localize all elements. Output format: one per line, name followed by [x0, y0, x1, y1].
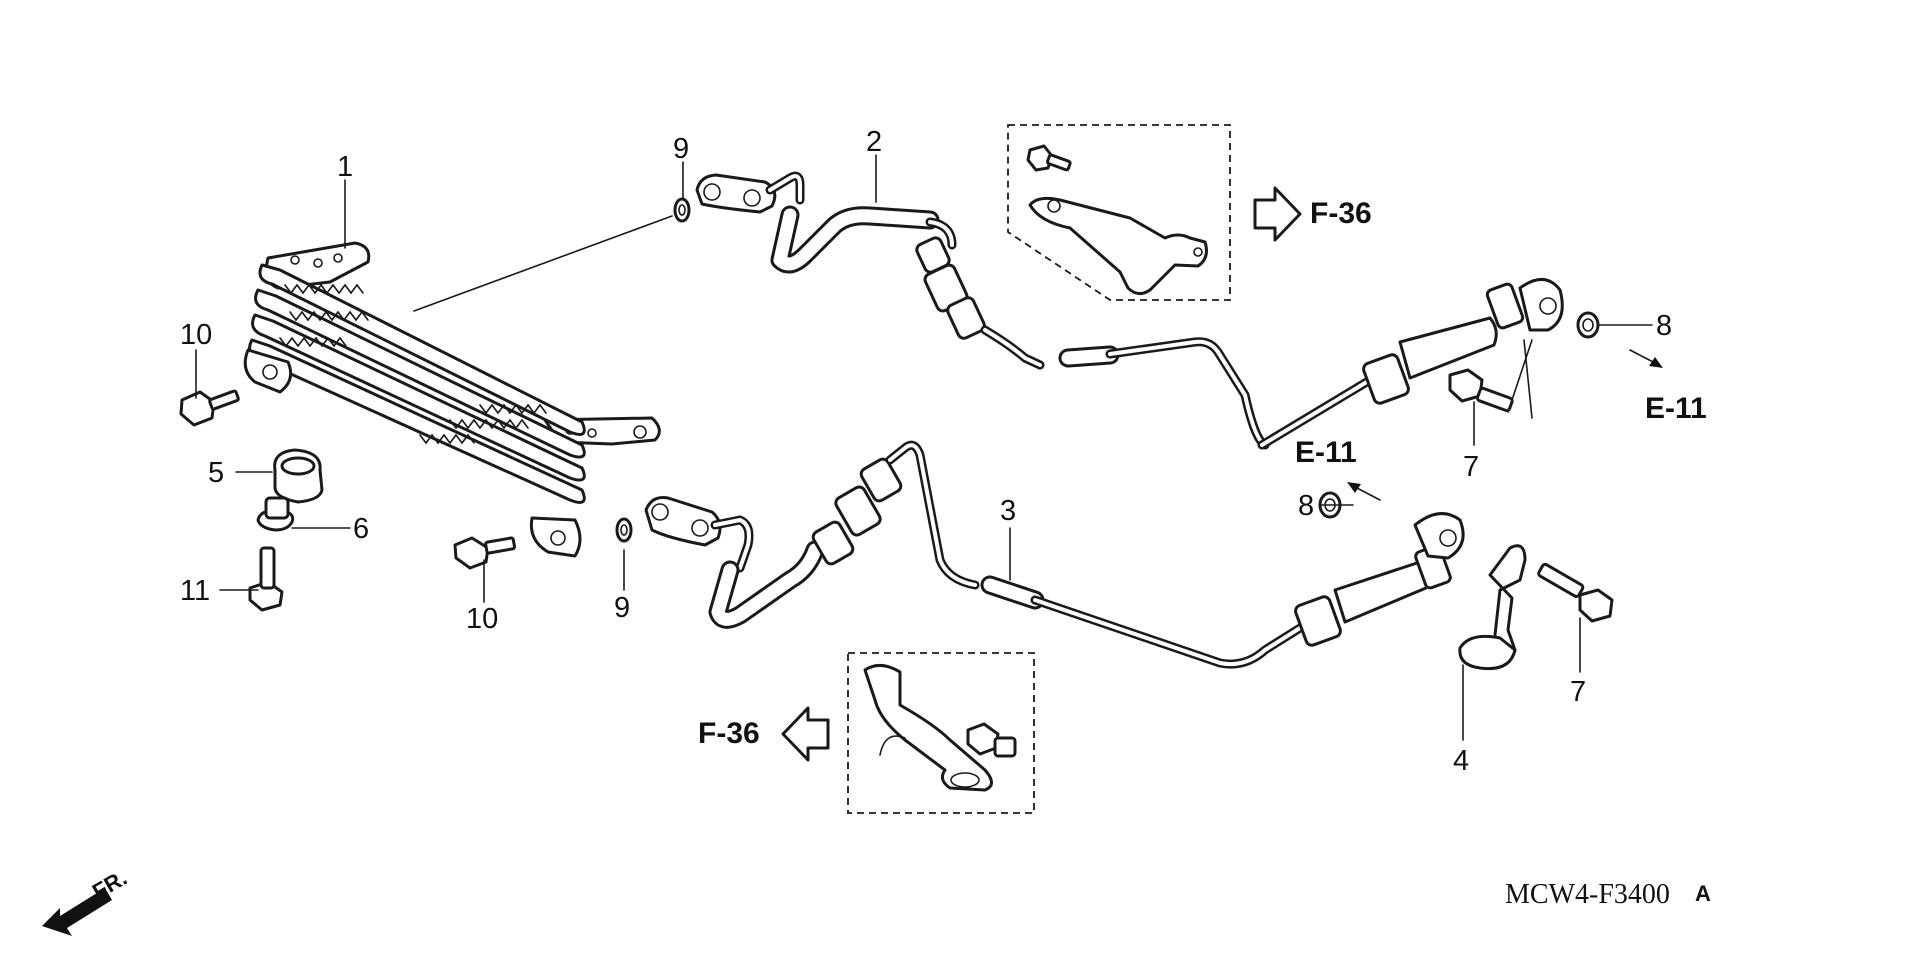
callout-5: 5: [208, 457, 224, 489]
bolt-11[interactable]: [248, 546, 284, 612]
reference-f36-upper[interactable]: F-36: [1310, 197, 1372, 230]
pipe-clamp[interactable]: [1458, 544, 1527, 671]
washer-9-lower[interactable]: [615, 517, 633, 543]
washer-8-upper[interactable]: [1576, 311, 1600, 339]
callout-9-lower: 9: [614, 592, 630, 624]
oil-cooler-pipe-lower[interactable]: [644, 440, 1465, 669]
callout-8-upper: 8: [1656, 310, 1672, 342]
callout-3: 3: [1000, 495, 1016, 527]
rubber-mount-5[interactable]: [273, 448, 324, 504]
e11-arrow-right: [1629, 349, 1663, 368]
detail-box-upper: [1007, 124, 1231, 301]
reference-e11-left[interactable]: E-11: [1295, 436, 1357, 469]
callout-9-upper: 9: [673, 133, 689, 165]
detail-box-lower: [847, 652, 1035, 814]
collar-6[interactable]: [256, 496, 295, 532]
callout-7-lower: 7: [1570, 676, 1586, 708]
reference-e11-right[interactable]: E-11: [1645, 392, 1707, 425]
callout-10-lower: 10: [466, 603, 498, 635]
callout-7-upper: 7: [1463, 451, 1479, 483]
bolt-7-upper[interactable]: [1448, 368, 1514, 413]
leader-lines: [195, 154, 1653, 741]
callout-2: 2: [866, 126, 882, 158]
ref-arrow-right-upper: [1253, 186, 1302, 242]
front-direction-indicator: FR.: [42, 865, 131, 936]
callout-11: 11: [180, 575, 210, 607]
ref-arrow-left-lower: [781, 706, 830, 762]
bolt-7-lower[interactable]: [1537, 562, 1614, 623]
callout-6: 6: [353, 513, 369, 545]
oil-cooler-pipe-upper[interactable]: [695, 171, 1564, 450]
washer-9-upper[interactable]: [673, 197, 691, 223]
bolt-10-lower[interactable]: [453, 536, 517, 570]
diagram-revision: A: [1695, 881, 1711, 906]
diagram-code: MCW4-F3400: [1505, 879, 1670, 910]
reference-f36-lower[interactable]: F-36: [698, 717, 760, 750]
oil-cooler[interactable]: [243, 241, 661, 558]
bolt-10-upper[interactable]: [179, 389, 240, 427]
callout-1: 1: [337, 151, 353, 183]
callout-10-upper: 10: [180, 319, 212, 351]
e11-arrow-left: [1347, 482, 1381, 501]
callout-8-lower: 8: [1298, 490, 1314, 522]
callout-4: 4: [1453, 745, 1469, 777]
